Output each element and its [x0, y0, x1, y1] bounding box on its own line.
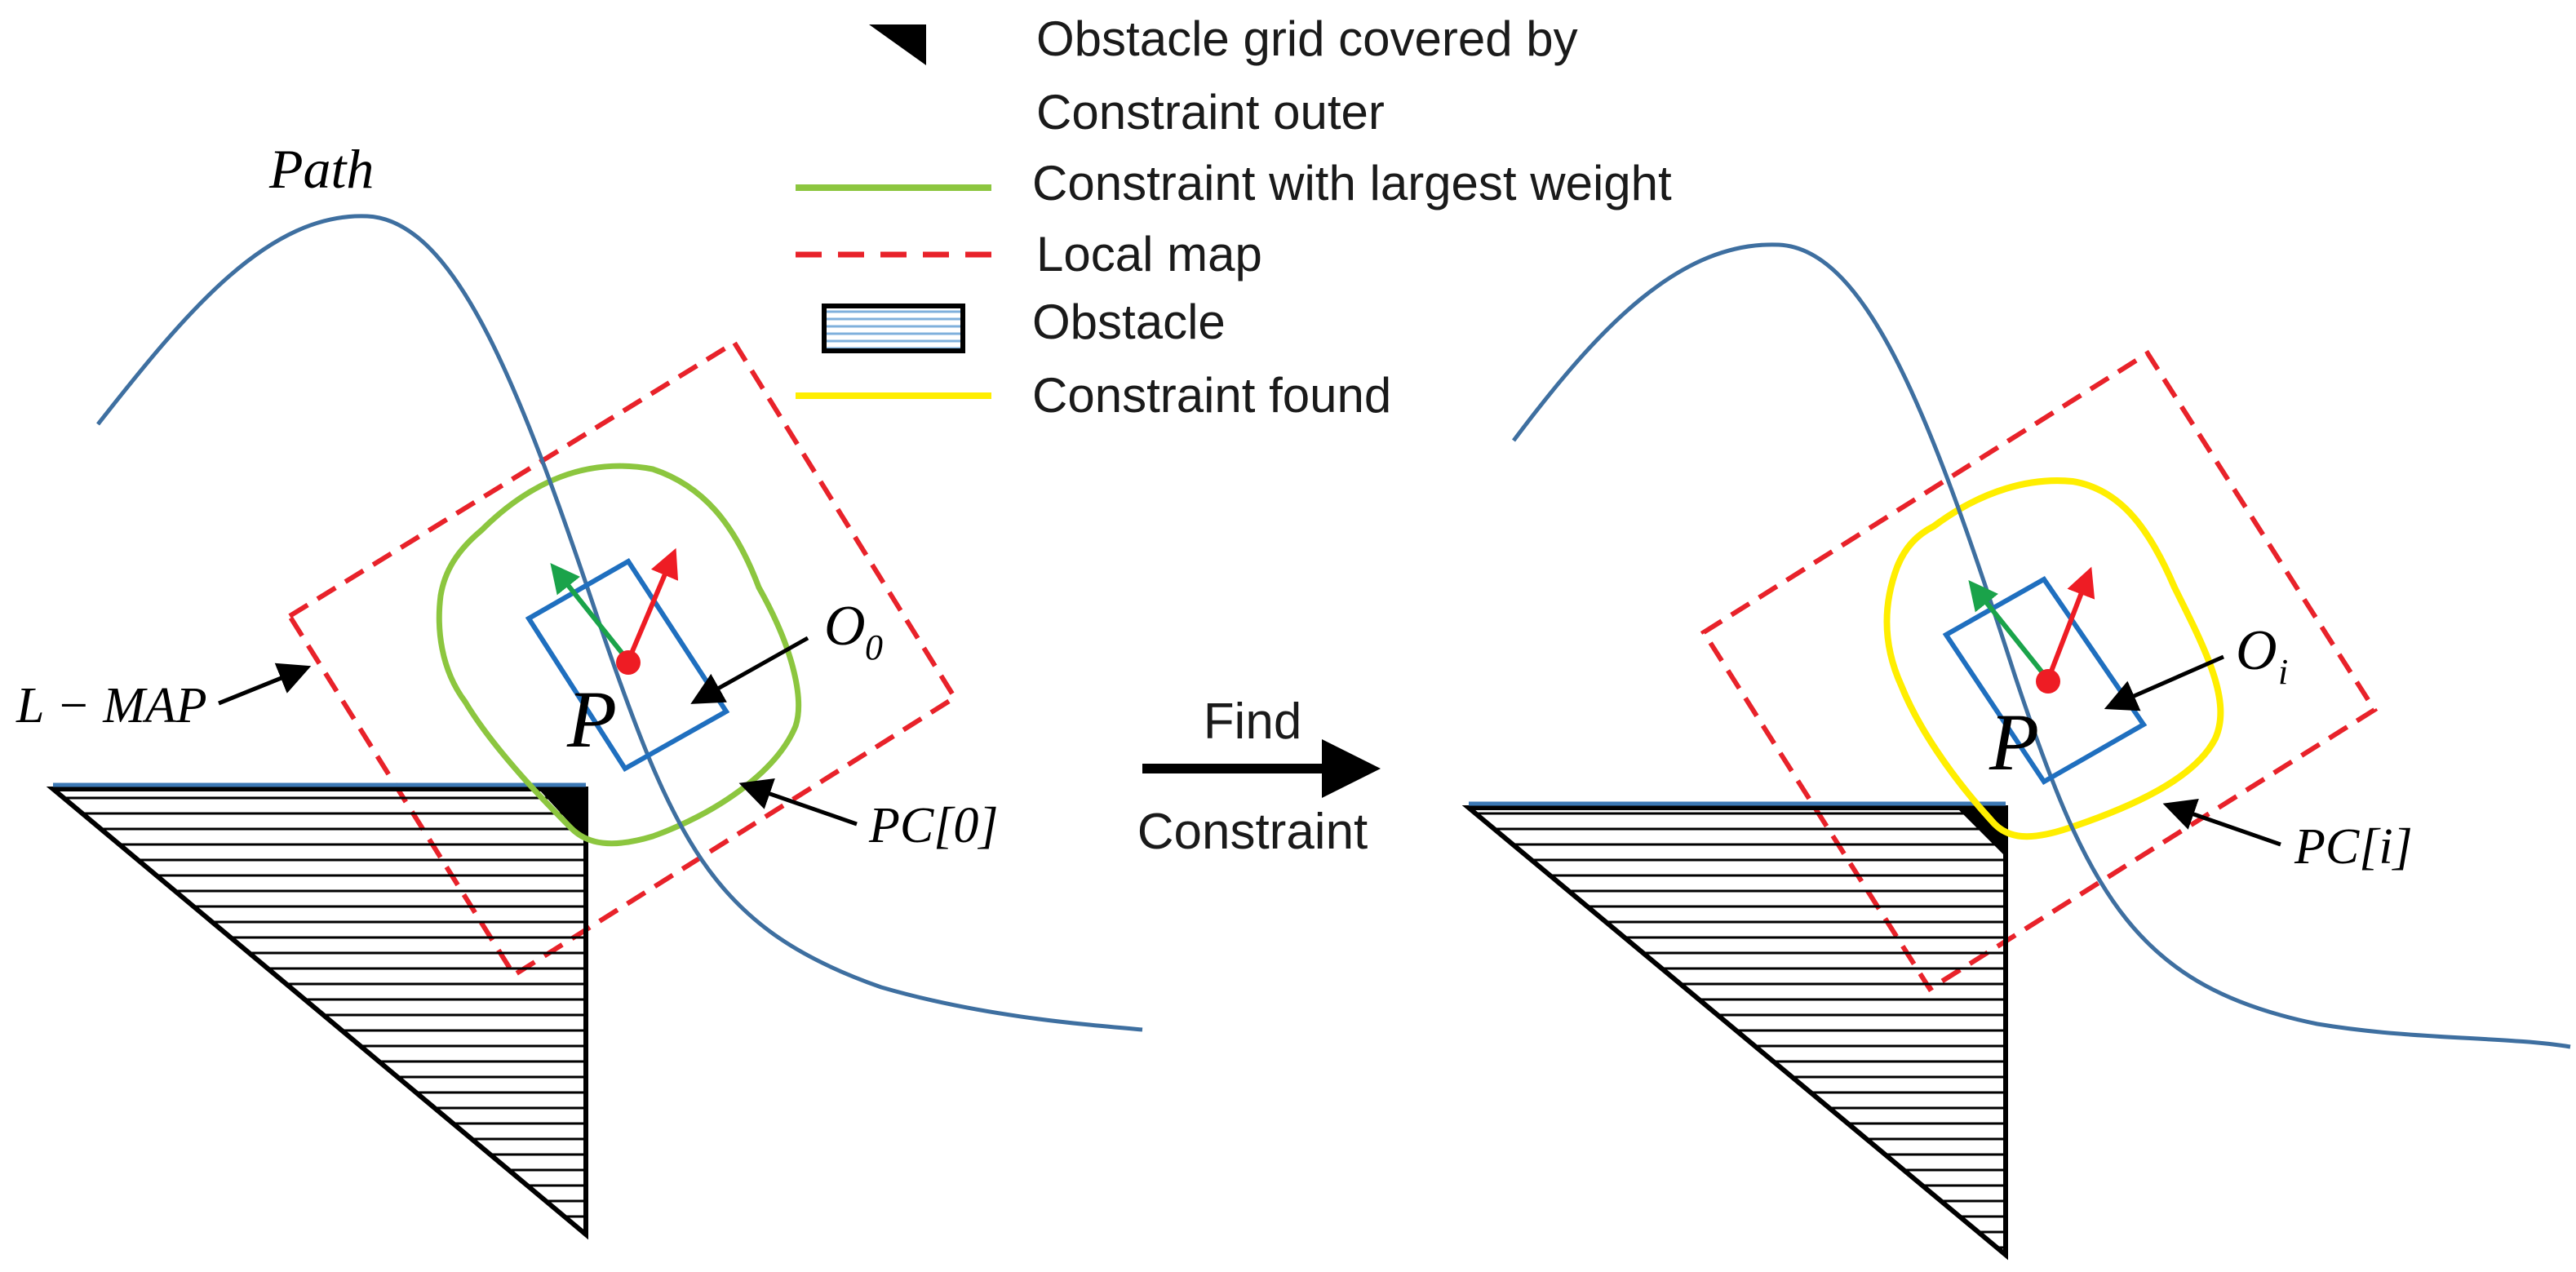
right-green-arrow	[1968, 579, 2051, 681]
find-label: Find	[1204, 694, 1302, 750]
left-constraint-label: PC[0]	[868, 798, 998, 853]
left-green-arrow	[550, 562, 631, 663]
legend-local-map-text: Local map	[1036, 227, 1262, 281]
right-point-dot	[2036, 669, 2060, 694]
lmap-arrow	[218, 663, 312, 706]
left-path-curve	[96, 214, 1143, 1032]
find-constraint-step: Find Constraint	[1137, 694, 1381, 860]
right-origin-label: O	[2236, 619, 2277, 682]
path-label: Path	[268, 138, 374, 200]
right-constraint-found	[1883, 477, 2224, 840]
left-point-dot	[616, 650, 641, 675]
legend-obstacle-grid-text-2: Constraint outer	[1036, 85, 1385, 140]
right-constraint-arrow	[2162, 798, 2281, 847]
right-obstacle	[1461, 805, 2008, 1261]
legend-largest-weight-text: Constraint with largest weight	[1032, 156, 1672, 211]
legend-constraint-found-text: Constraint found	[1032, 368, 1391, 423]
legend-obstacle-icon	[822, 304, 965, 353]
right-path-curve	[1512, 242, 2571, 1049]
left-robot-box	[525, 557, 730, 773]
legend-obstacle-grid-text-1: Obstacle grid covered by	[1036, 11, 1578, 66]
right-constraint-label: PC[i]	[2294, 819, 2413, 875]
right-red-arrow	[2046, 566, 2095, 681]
right-robot-box	[1942, 576, 2148, 785]
right-point-label: P	[1989, 697, 2039, 787]
legend: Obstacle grid covered by Constraint oute…	[796, 11, 1672, 423]
right-panel: P O i PC[i]	[1461, 242, 2571, 1261]
constraint-label: Constraint	[1137, 804, 1368, 860]
right-origin-arrow	[2104, 654, 2225, 711]
left-red-arrow	[626, 547, 679, 663]
right-origin-subscript: i	[2278, 652, 2288, 692]
left-origin-subscript: 0	[865, 627, 883, 667]
legend-obstacle-grid-icon	[869, 24, 926, 65]
left-panel: Path P O 0 L − MAP PC[0]	[16, 138, 1143, 1240]
left-origin-arrow	[690, 636, 809, 704]
left-point-label: P	[566, 674, 617, 765]
lmap-label: L − MAP	[16, 678, 207, 734]
left-constraint-arrow	[738, 778, 858, 827]
legend-obstacle-text: Obstacle	[1032, 295, 1226, 349]
left-origin-label: O	[824, 595, 866, 658]
left-constraint-largest-weight	[436, 463, 802, 847]
left-obstacle	[46, 787, 588, 1240]
